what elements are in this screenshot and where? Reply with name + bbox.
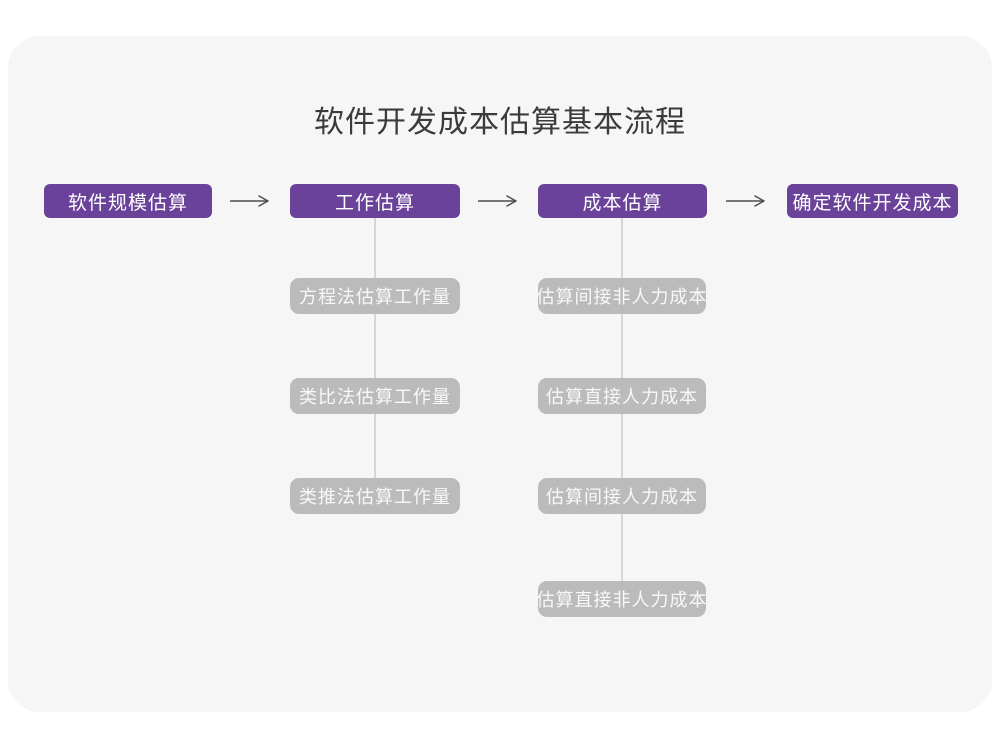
flow-node-cost-estimation: 成本估算 (538, 184, 707, 218)
flow-node-work-estimation: 工作估算 (290, 184, 460, 218)
diagram-title: 软件开发成本估算基本流程 (314, 106, 686, 139)
sub-node-extrapolation-method-workload: 类推法估算工作量 (290, 478, 460, 514)
sub-node-equation-method-workload: 方程法估算工作量 (290, 278, 460, 314)
right-arrow-icon (477, 194, 521, 213)
sub-node-indirect-labor-cost: 估算间接人力成本 (538, 478, 706, 514)
sub-node-indirect-non-labor-cost: 估算间接非人力成本 (537, 278, 707, 314)
flow-node-determine-development-cost: 确定软件开发成本 (787, 184, 958, 218)
sub-node-analogy-method-workload: 类比法估算工作量 (290, 378, 460, 414)
work-column-connector-line (374, 218, 376, 496)
right-arrow-icon (229, 194, 273, 213)
sub-node-direct-labor-cost: 估算直接人力成本 (538, 378, 706, 414)
sub-node-direct-non-labor-cost: 估算直接非人力成本 (537, 581, 707, 617)
right-arrow-icon (725, 194, 769, 213)
flow-node-software-scale-estimation: 软件规模估算 (44, 184, 212, 218)
diagram-card (8, 36, 992, 712)
